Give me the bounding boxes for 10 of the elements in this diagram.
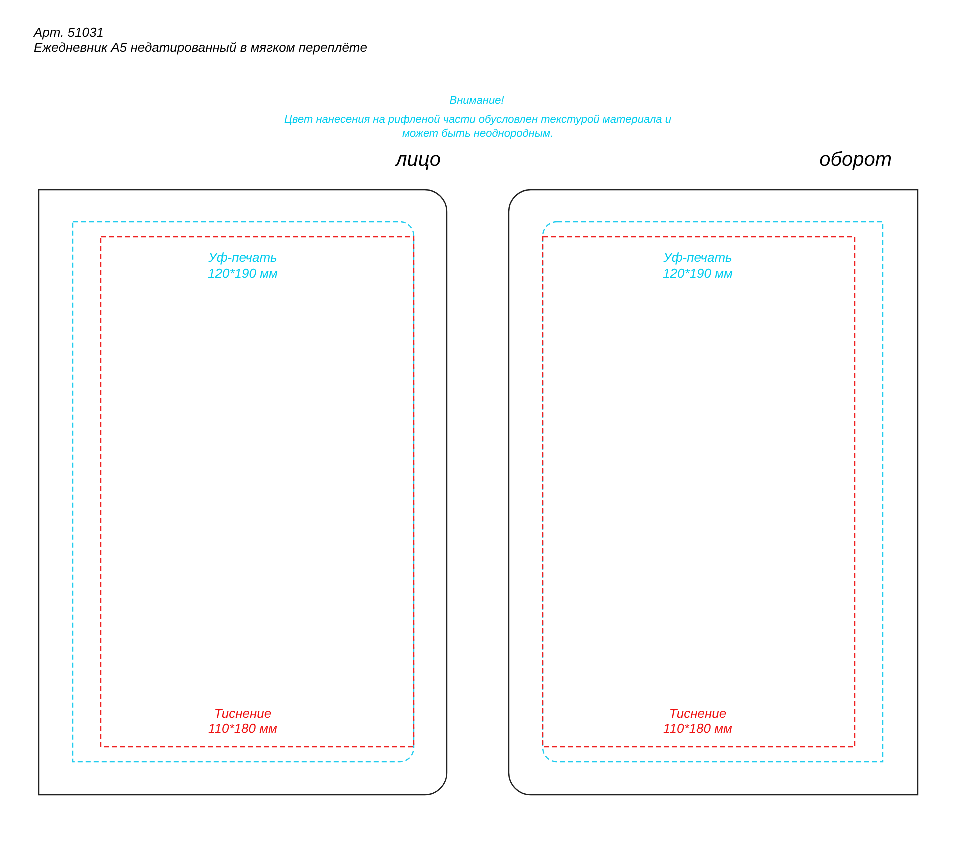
product-title: Ежедневник А5 недатированный в мягком переплёте xyxy=(34,40,368,56)
zone-label: Тиснение 110*180 мм xyxy=(208,706,278,737)
zone-label: Уф-печать 120*190 мм xyxy=(662,250,734,282)
side-heading: оборот xyxy=(820,148,892,172)
article-number: Арт. 51031 xyxy=(34,25,104,40)
notice-heading: Внимание! xyxy=(448,95,506,109)
side-heading: лицо xyxy=(396,148,441,172)
zone-label: Уф-печать 120*190 мм xyxy=(207,250,279,282)
zone-label: Тиснение 110*180 мм xyxy=(662,706,734,737)
notice-text: Цвет нанесения на рифленой части обусловлен текстурой материала и может быть неоднородным. xyxy=(284,114,672,142)
